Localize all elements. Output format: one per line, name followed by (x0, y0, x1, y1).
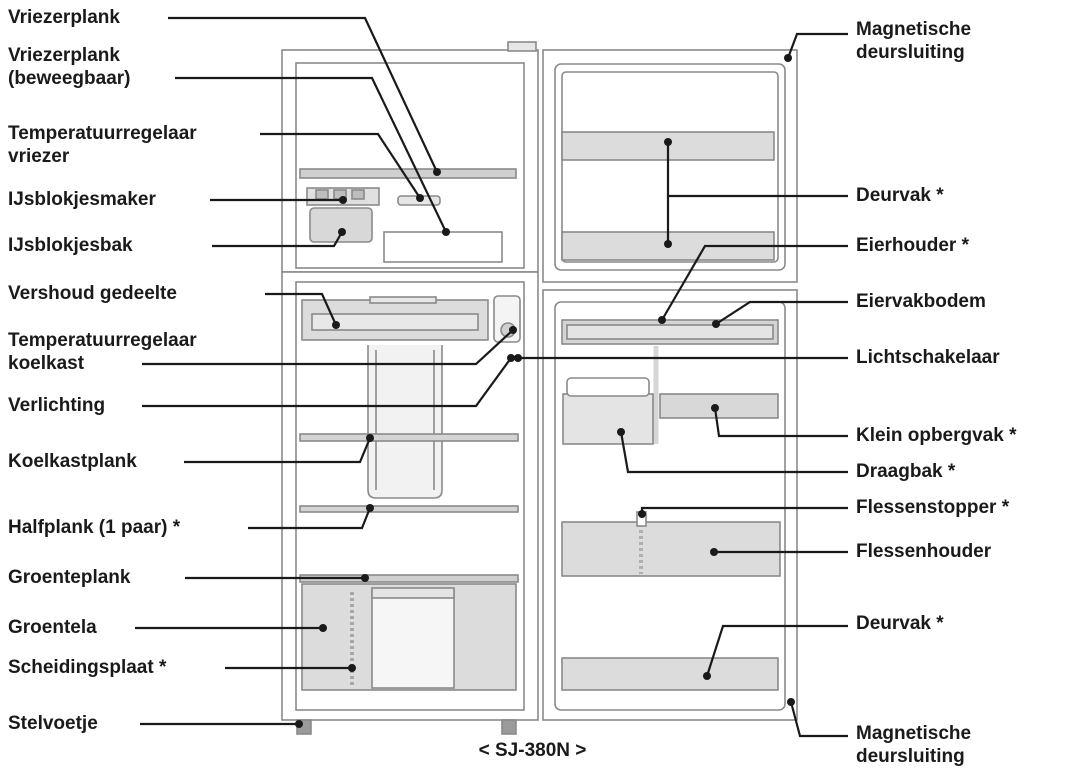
label-fresh-compartment: Vershoud gedeelte (8, 283, 177, 304)
label-magnetic-seal-top-line1: Magnetische (856, 19, 972, 40)
label-lighting: Verlichting (8, 395, 106, 416)
label-egg-tray-base: Eiervakbodem (856, 291, 986, 312)
bottle-holder-shape (561, 521, 781, 577)
label-door-pocket-top: Deurvak * (856, 185, 944, 206)
fridge-door (542, 289, 798, 721)
fridge-door-pocket-shape (561, 657, 779, 691)
callout-lines (135, 16, 848, 738)
top-hinge (507, 41, 537, 52)
small-storage-shape (659, 393, 779, 419)
label-magnetic-seal-bottom-line2: deursluiting (856, 746, 965, 767)
label-magnetic-seal-top-line2: deursluiting (856, 42, 965, 63)
model-caption: < SJ-380N > (478, 740, 587, 761)
label-vegetable-drawer: Groentela (8, 617, 97, 638)
label-vegetable-shelf: Groenteplank (8, 567, 131, 588)
label-freezer-shelf-movable-line2: (beweegbaar) (8, 68, 131, 89)
callout-dots (295, 54, 795, 728)
foot-right (501, 719, 517, 735)
movable-shelf-shape (383, 231, 503, 263)
refrigerator-drawing (281, 41, 798, 735)
carrying-tray-shape (562, 393, 654, 445)
fridge-shelf-shape (299, 433, 519, 442)
label-freezer-temp-control-line1: Temperatuurregelaar (8, 123, 197, 144)
light-chute-shape (367, 345, 443, 499)
label-ice-bin: IJsblokjesbak (8, 235, 133, 256)
label-magnetic-seal-bottom-line1: Magnetische (856, 723, 972, 744)
label-fridge-temp-control-line2: koelkast (8, 353, 85, 374)
label-small-storage: Klein opbergvak * (856, 425, 1017, 446)
label-half-shelf: Halfplank (1 paar) * (8, 517, 181, 538)
label-fridge-temp-control-line1: Temperatuurregelaar (8, 330, 197, 351)
fridge-interior (295, 281, 525, 711)
ice-bin-shape (309, 207, 373, 243)
label-fridge-shelf: Koelkastplank (8, 451, 137, 472)
label-bottle-holder: Flessenhouder (856, 541, 992, 562)
label-freezer-shelf-movable-line1: Vriezerplank (8, 45, 120, 66)
freezer-shelf-shape (299, 168, 517, 179)
label-carrying-tray: Draagbak * (856, 461, 956, 482)
label-leveling-foot: Stelvoetje (8, 713, 98, 734)
label-bottle-stopper: Flessenstopper * (856, 497, 1010, 518)
label-light-switch: Lichtschakelaar (856, 347, 1000, 368)
half-shelf-shape (299, 505, 519, 513)
freezer-interior (295, 62, 525, 269)
label-freezer-temp-control-line2: vriezer (8, 146, 70, 167)
label-freezer-shelf: Vriezerplank (8, 7, 120, 28)
label-door-pocket-bottom: Deurvak * (856, 613, 944, 634)
label-ice-maker: IJsblokjesmaker (8, 189, 156, 210)
label-divider: Scheidingsplaat * (8, 657, 167, 678)
label-egg-holder: Eierhouder * (856, 235, 969, 256)
